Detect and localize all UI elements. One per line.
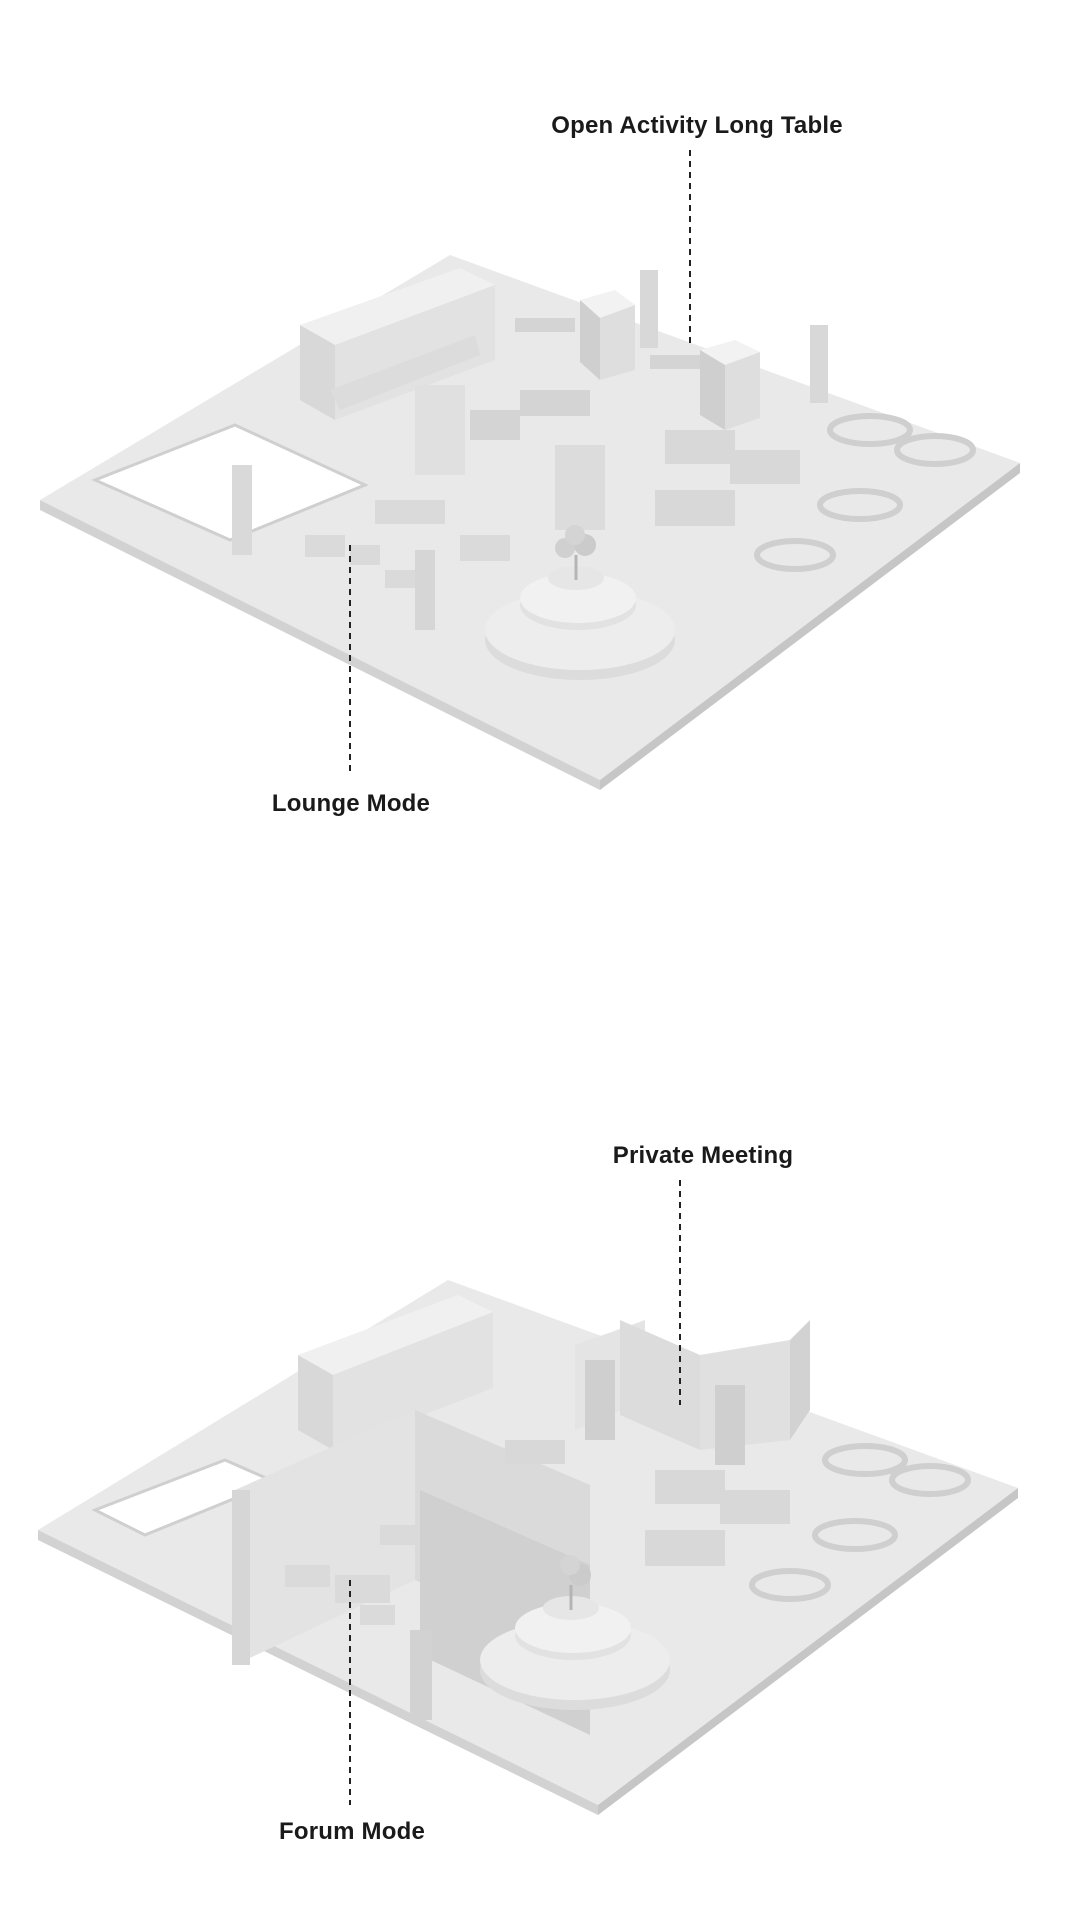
isometric-model-top xyxy=(40,150,1020,790)
storage-block xyxy=(300,268,495,420)
bookshelf-left xyxy=(580,290,635,380)
storage-block xyxy=(298,1295,493,1450)
private-meeting-walls xyxy=(575,1320,810,1465)
round-stage xyxy=(485,566,675,680)
round-seating-groups xyxy=(754,413,976,572)
callout-label-bottom: Forum Mode xyxy=(279,1818,425,1845)
floor-platform xyxy=(40,255,1020,790)
callout-label-top: Open Activity Long Table xyxy=(551,112,843,139)
isometric-model-bottom xyxy=(38,1180,1018,1815)
round-seating-groups xyxy=(749,1443,971,1602)
layout-diagram-top: Open Activity Long Table Lounge Mode xyxy=(0,0,1080,960)
table-pods xyxy=(505,1440,790,1566)
tree-icon xyxy=(555,525,596,580)
callout-label-top: Private Meeting xyxy=(612,1142,794,1169)
callout-label-bottom: Lounge Mode xyxy=(271,790,431,817)
floor-opening xyxy=(91,423,369,542)
column-pillar xyxy=(232,270,828,630)
lounge-seating xyxy=(305,500,510,588)
long-table-cluster xyxy=(470,318,700,440)
forum-seating xyxy=(285,1525,420,1625)
bookshelf-right xyxy=(700,340,760,430)
table-pods xyxy=(655,430,800,526)
round-stage xyxy=(480,1596,670,1710)
layout-diagram-bottom: Private Meeting Forum Mode xyxy=(0,1020,1080,1920)
tree-icon xyxy=(550,1555,591,1610)
